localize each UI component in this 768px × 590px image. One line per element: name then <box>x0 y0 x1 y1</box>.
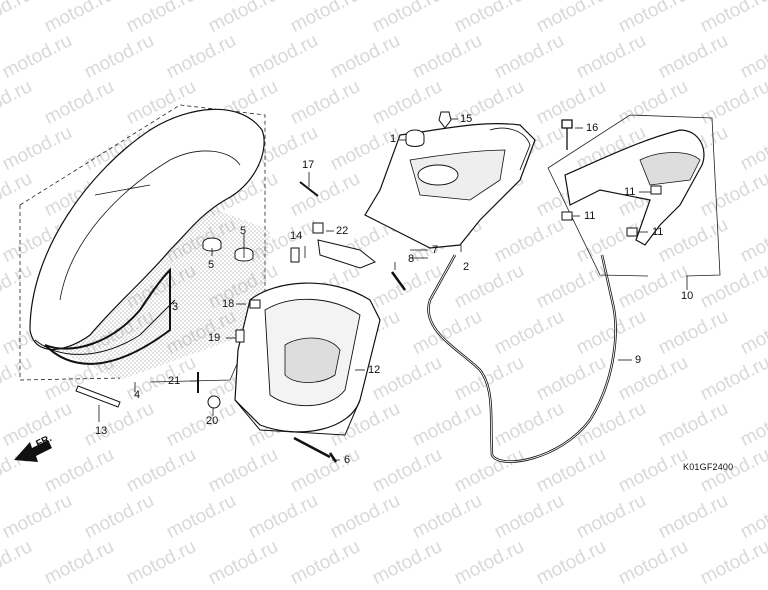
callout-5a: 5 <box>208 259 215 271</box>
carrier-bolt <box>561 119 573 150</box>
callout-22: 22 <box>336 225 349 237</box>
rear-carrier <box>564 129 705 246</box>
callout-20: 20 <box>206 415 219 427</box>
seat-lock-cable <box>427 254 617 463</box>
callout-16: 16 <box>586 122 599 134</box>
long-bolt <box>293 436 338 463</box>
diagram-drawing <box>14 104 721 463</box>
callout-7: 7 <box>432 244 439 256</box>
callout-13: 13 <box>95 425 108 437</box>
rear-carrier-frame <box>547 114 721 277</box>
callout-4: 4 <box>134 389 141 401</box>
callout-8: 8 <box>408 253 415 265</box>
callout-21: 21 <box>168 375 181 387</box>
bracket-assembly <box>299 181 407 291</box>
callout-5b: 5 <box>240 225 247 237</box>
seat-band <box>44 267 171 365</box>
callout-9: 9 <box>635 354 642 366</box>
callout-12: 12 <box>368 364 381 376</box>
small-fasteners <box>197 247 300 409</box>
callout-10: 10 <box>681 290 694 302</box>
callout-2: 2 <box>463 261 470 273</box>
callout-3: 3 <box>172 301 179 313</box>
leader-lines <box>98 118 688 461</box>
direction-arrow <box>14 440 52 462</box>
callout-19: 19 <box>208 332 221 344</box>
callout-18: 18 <box>222 298 235 310</box>
seat <box>29 108 265 355</box>
callout-6: 6 <box>344 454 351 466</box>
strap <box>75 385 121 408</box>
callout-14: 14 <box>290 230 303 242</box>
callout-11b: 11 <box>652 226 664 238</box>
callout-11c: 11 <box>624 186 636 198</box>
cap <box>405 129 425 147</box>
diagram-code: K01GF2400 <box>683 462 734 472</box>
callout-17: 17 <box>302 159 315 171</box>
luggage-box <box>234 282 381 436</box>
callout-11a: 11 <box>584 210 596 222</box>
callout-1: 1 <box>390 133 397 145</box>
rear-center-cover <box>364 123 536 249</box>
clip <box>438 111 452 129</box>
callout-15: 15 <box>460 113 473 125</box>
